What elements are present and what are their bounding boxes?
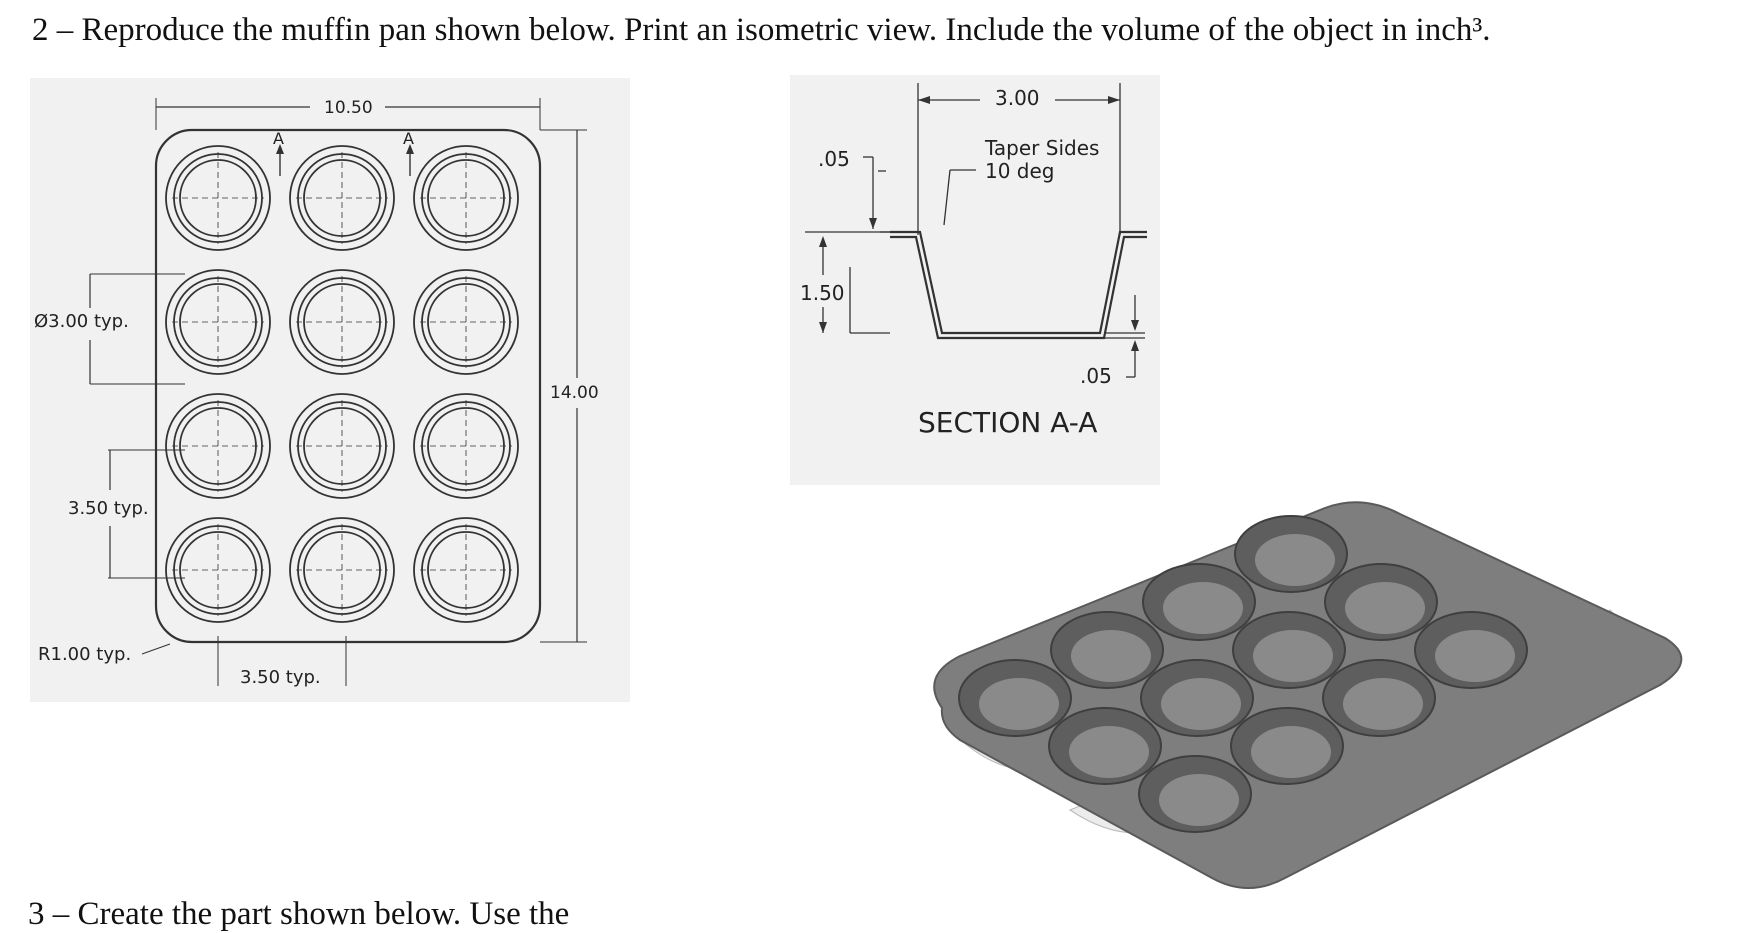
iso-cup-bottom xyxy=(1435,630,1515,682)
iso-cup-bottom xyxy=(1253,630,1333,682)
cup-circle xyxy=(289,145,395,251)
cup-circle xyxy=(413,517,519,623)
bottom-thickness-dimension: .05 xyxy=(1080,364,1112,388)
iso-cup-bottom xyxy=(1343,678,1423,730)
cup-circle xyxy=(413,393,519,499)
iso-cup-bottom xyxy=(1161,678,1241,730)
taper-label-line2: 10 deg xyxy=(985,159,1055,183)
next-question-cutoff: 3 – Create the part shown below. Use the xyxy=(28,896,570,932)
pan-outline xyxy=(154,128,542,644)
cup-circle xyxy=(413,269,519,375)
section-view-drawing: 3.00 Taper Sides 10 deg .05 1.50 .05 SEC… xyxy=(790,75,1160,485)
height-dimension: 14.00 xyxy=(550,383,599,403)
section-title: SECTION A-A xyxy=(918,406,1097,439)
section-mark-left: A xyxy=(273,129,284,148)
cup-circle xyxy=(413,145,519,251)
pitch-vertical-label: 3.50 typ. xyxy=(68,498,149,519)
pan-tray-top xyxy=(933,501,1683,889)
iso-cup-bottom xyxy=(1255,534,1335,586)
iso-cup-bottom xyxy=(1251,726,1331,778)
top-view-drawing: 10.50 14.00 A A Ø3.00 typ. 3.50 typ. R1.… xyxy=(30,78,630,702)
isometric-pan-image xyxy=(930,480,1690,921)
iso-cup-bottom xyxy=(1069,726,1149,778)
rim-thickness-dimension: .05 xyxy=(818,147,850,171)
iso-cup-bottom xyxy=(1345,582,1425,634)
cup-circle xyxy=(289,269,395,375)
cup-circle xyxy=(165,517,271,623)
cup-circle xyxy=(165,393,271,499)
section-mark-right: A xyxy=(403,129,414,148)
question-text: 2 – Reproduce the muffin pan shown below… xyxy=(32,12,1491,48)
depth-dimension: 1.50 xyxy=(800,281,845,305)
cup-circle xyxy=(165,269,271,375)
pitch-horizontal-label: 3.50 typ. xyxy=(240,667,321,688)
iso-cup-bottom xyxy=(979,678,1059,730)
cup-circle xyxy=(165,145,271,251)
taper-label-line1: Taper Sides xyxy=(984,136,1099,160)
corner-radius-label: R1.00 typ. xyxy=(38,644,131,665)
cup-circle xyxy=(289,393,395,499)
iso-cup-bottom xyxy=(1159,774,1239,826)
iso-cup-bottom xyxy=(1163,582,1243,634)
top-diameter-dimension: 3.00 xyxy=(995,86,1040,110)
diameter-label: Ø3.00 typ. xyxy=(34,311,129,332)
iso-cup-bottom xyxy=(1071,630,1151,682)
cup-circle xyxy=(289,517,395,623)
width-dimension: 10.50 xyxy=(324,98,373,118)
